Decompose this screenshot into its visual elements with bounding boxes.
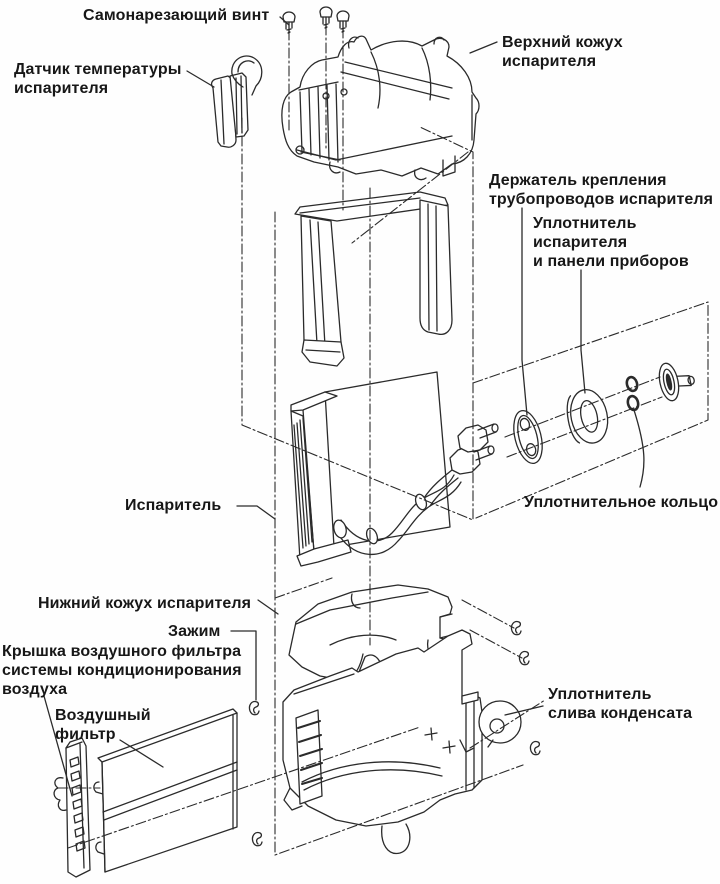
panel-seal-drawing [566, 389, 609, 444]
filter-cover-drawing [53, 737, 91, 878]
air-filter-drawing [93, 708, 238, 873]
refrigerant-pipes-drawing [333, 423, 499, 556]
label-condensate-drain-seal: Уплотнитель слива конденсата [548, 686, 693, 722]
label-self-tapping-screw: Самонарезающий винт [83, 7, 270, 24]
sealing-rings-drawing [625, 375, 640, 412]
label-upper-casing: Верхний кожух испарителя [502, 34, 623, 70]
label-lower-casing: Нижний кожух испарителя [38, 595, 252, 612]
drain-pan-drawing [282, 629, 483, 855]
assembly-axes [57, 24, 709, 856]
leader-lines [43, 16, 645, 797]
label-sealing-ring: Уплотнительное кольцо [524, 494, 719, 511]
label-temp-sensor: Датчик температуры испарителя [14, 61, 182, 97]
label-air-filter: Воздушный фильтр [55, 707, 151, 743]
label-evaporator-panel-seal: Уплотнитель испарителя и панели приборов [533, 215, 689, 270]
label-clamp: Зажим [168, 623, 221, 640]
label-evaporator: Испаритель [125, 497, 222, 514]
label-filter-cover: Крышка воздушного фильтра системы кондиц… [2, 643, 242, 698]
self-tapping-screws-drawing [282, 6, 350, 34]
condensate-seal-drawing [478, 700, 522, 748]
temp-sensor-drawing [210, 55, 263, 148]
grommet-drawing [658, 362, 695, 402]
label-pipe-holder: Держатель крепления трубопроводов испари… [489, 172, 714, 208]
duct-frame-drawing [294, 191, 453, 367]
pipe-holder-drawing [513, 409, 543, 465]
upper-casing-drawing [281, 35, 480, 181]
